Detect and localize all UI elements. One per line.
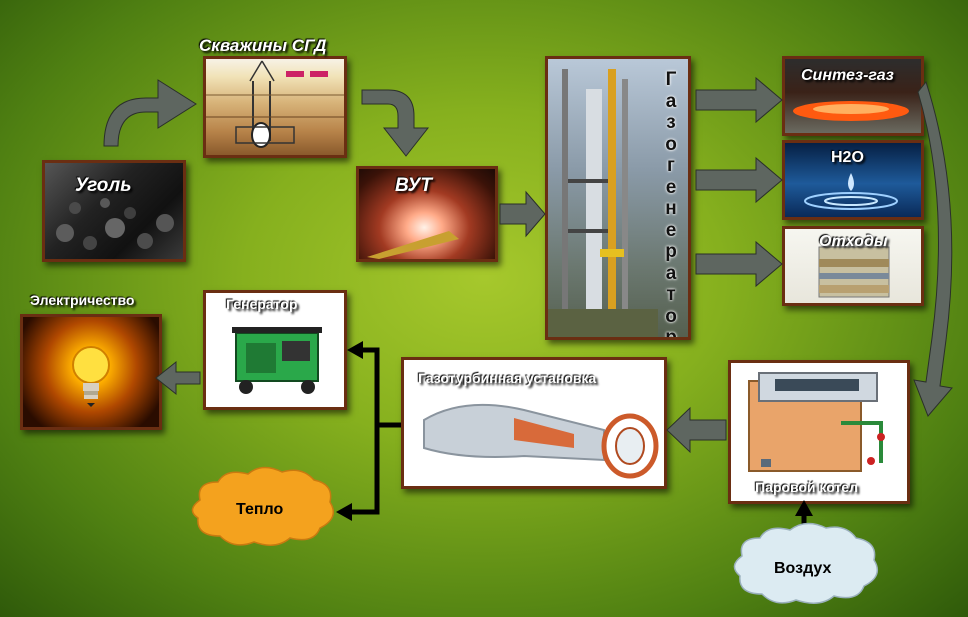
- syngas-flame-image: [793, 101, 909, 121]
- wells-cross-section-image: [206, 60, 344, 148]
- h2o-label: H2O: [831, 149, 864, 166]
- coal-node: Уголь: [42, 160, 186, 262]
- coal-pile-image: [56, 198, 174, 250]
- gas-turbine-node: Газотурбинная установка: [401, 357, 667, 489]
- coal-label: Уголь: [75, 175, 132, 196]
- light-bulb-icon: [72, 346, 110, 407]
- waste-node: Отходы: [782, 226, 924, 306]
- gas-turbine-image: [423, 403, 659, 479]
- air-label: Воздух: [774, 560, 832, 577]
- steam-boiler-image: [748, 372, 885, 472]
- gasifier-vertical-label: Г а з о г е н е р а т о р: [665, 69, 677, 340]
- vut-label: ВУТ: [395, 175, 432, 196]
- vut-furnace-image: [367, 231, 459, 259]
- steam-boiler-label: Паровой котел: [755, 479, 858, 495]
- gasifier-plant-image: [548, 69, 658, 337]
- generator-node: [203, 290, 347, 410]
- steam-boiler-node: Паровой котел: [728, 360, 910, 504]
- electricity-node: [20, 314, 162, 430]
- wells-node: [203, 56, 347, 158]
- waste-layers-image: [818, 246, 890, 298]
- wells-label: Скважины СГД: [199, 36, 327, 55]
- generator-label: Генератор: [226, 296, 298, 312]
- gasifier-node: Г а з о г е н е р а т о р: [545, 56, 691, 340]
- vut-node: ВУТ: [356, 166, 498, 262]
- syngas-label: Синтез-газ: [801, 67, 894, 84]
- electricity-label: Электричество: [30, 292, 135, 308]
- h2o-node: H2O: [782, 140, 924, 220]
- gas-turbine-label: Газотурбинная установка: [418, 370, 597, 386]
- generator-image: [232, 327, 322, 394]
- waste-label: Отходы: [819, 233, 888, 250]
- heat-label: Тепло: [236, 501, 284, 518]
- water-drop-image: [804, 173, 898, 210]
- syngas-node: Синтез-газ: [782, 56, 924, 136]
